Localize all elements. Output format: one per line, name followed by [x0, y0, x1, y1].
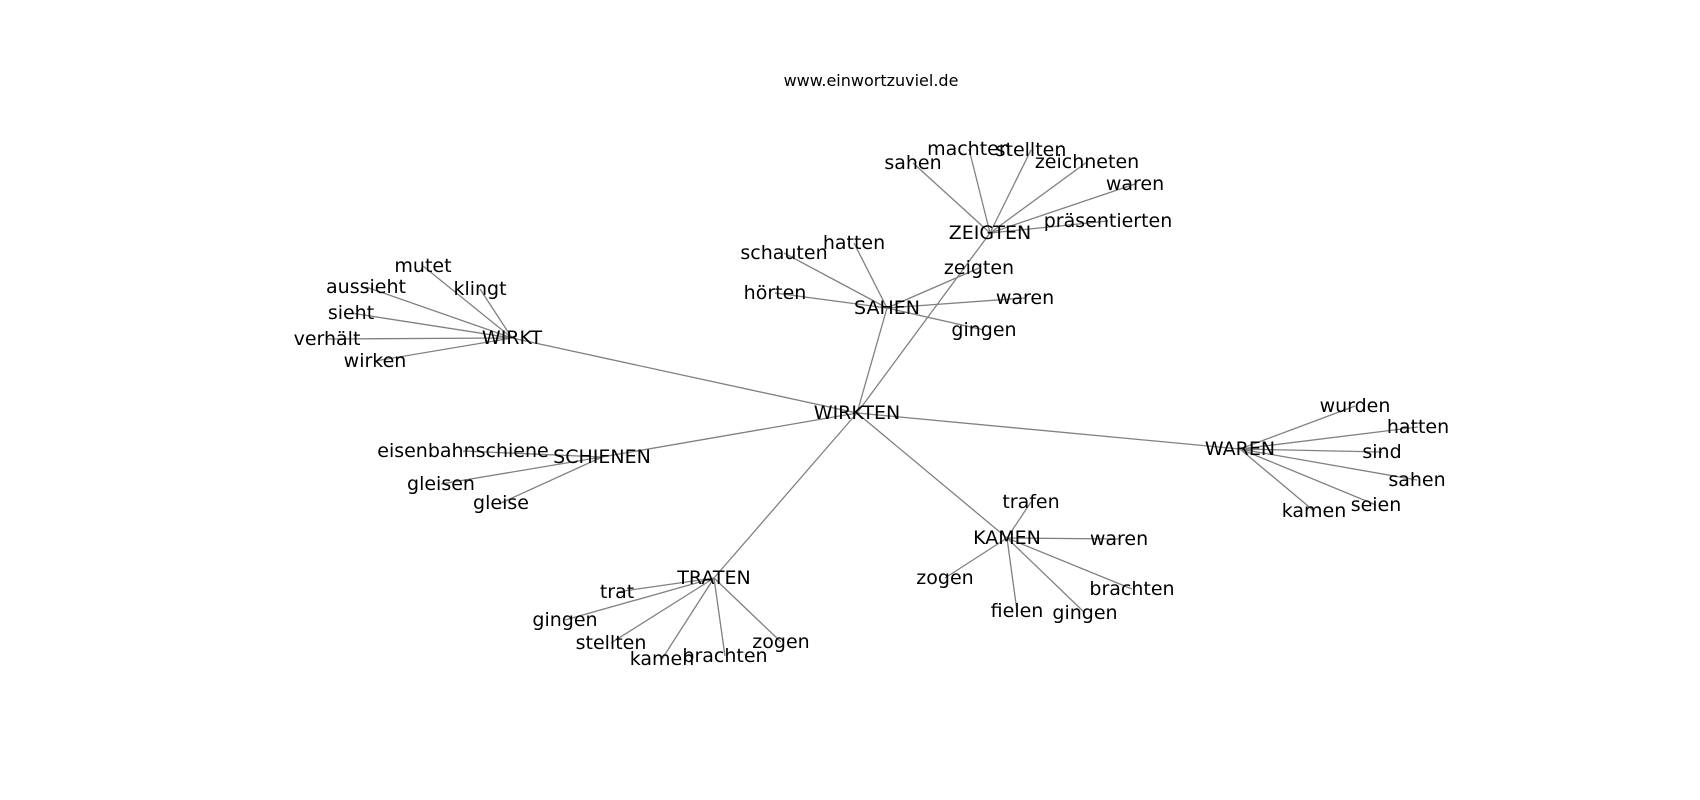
edge-kamen-kamen_fielen: [1006, 537, 1018, 612]
node-label-sahen-gingen: gingen: [951, 319, 1016, 341]
edge-wirkten-schienen: [601, 412, 858, 458]
node-label-sahen-zeigten: zeigten: [944, 257, 1014, 279]
edge-waren-waren_sind: [1239, 448, 1383, 453]
edge-schienen-schienen_eisenbahnschiene: [462, 450, 603, 458]
node-label-traten-zogen: zogen: [752, 631, 809, 653]
node-label-kamen-fielen: fielen: [991, 600, 1044, 622]
node-label-wirkt-klingt: klingt: [453, 278, 506, 300]
node-label-wirkt: WIRKT: [482, 327, 543, 349]
node-label-wirkten: WIRKTEN: [814, 402, 900, 424]
edge-sahen-sahen_zeigten: [886, 267, 980, 309]
node-label-kamen-brachten: brachten: [1089, 578, 1174, 600]
node-label-sahen-hatten: hatten: [823, 232, 885, 254]
node-label-traten: TRATEN: [676, 567, 750, 589]
node-label-zeigten-stellten: stellten: [996, 139, 1067, 161]
edge-sahen-sahen_schauten: [783, 252, 888, 309]
edge-traten-traten_brachten: [713, 577, 726, 657]
node-label-waren-sahen: sahen: [1388, 469, 1445, 491]
edge-schienen-schienen_gleisen: [440, 456, 603, 485]
edge-waren-waren_kamen: [1239, 448, 1315, 512]
edge-wirkten-sahen: [856, 307, 888, 414]
edge-zeigten-zeigten_praesentierten: [989, 220, 1109, 234]
edge-sahen-sahen_gingen: [886, 307, 985, 331]
edge-zeigten-zeigten_stellten: [989, 149, 1032, 234]
node-label-schienen-eisenbahnschiene: eisenbahnschiene: [377, 440, 548, 462]
node-label-zeigten-sahen: sahen: [884, 152, 941, 174]
labels-layer: WIRKTEN WIRKT SAHEN ZEIGTEN SCHIENEN WAREN KAM…: [294, 138, 1450, 670]
node-label-kamen-zogen: zogen: [916, 567, 973, 589]
edge-traten-traten_zogen: [713, 577, 782, 643]
edge-traten-traten_trat: [616, 577, 715, 593]
edge-traten-traten_kamen: [661, 577, 715, 660]
node-label-zeigten-machten: machten: [927, 138, 1011, 160]
edges-layer: [326, 148, 1419, 660]
edge-wirkten-wirkt: [511, 337, 858, 414]
edge-waren-waren_wurden: [1239, 405, 1356, 450]
edge-wirkt-wirkt_verhaelt: [326, 337, 513, 340]
node-label-schienen-gleisen: gleisen: [407, 473, 475, 495]
node-label-waren-hatten: hatten: [1387, 416, 1449, 438]
node-label-zeigten-waren: waren: [1106, 173, 1164, 195]
node-label-traten-gingen: gingen: [532, 609, 597, 631]
node-label-waren: WAREN: [1205, 438, 1275, 460]
edge-waren-waren_seien: [1239, 448, 1377, 506]
edge-kamen-kamen_zogen: [944, 537, 1008, 579]
edge-wirkten-waren: [856, 412, 1241, 450]
node-label-sahen-waren: waren: [996, 287, 1054, 309]
edge-zeigten-zeigten_waren: [989, 183, 1136, 234]
node-label-zeigten: ZEIGTEN: [949, 222, 1032, 244]
node-label-traten-stellten: stellten: [576, 632, 647, 654]
edge-wirkt-wirkt_wirken: [374, 337, 513, 362]
edge-wirkten-zeigten: [856, 232, 991, 414]
edge-kamen-kamen_waren: [1006, 537, 1120, 540]
edge-kamen-kamen_brachten: [1006, 537, 1133, 590]
edge-waren-waren_sahen: [1239, 448, 1418, 481]
node-label-zeigten-zeichneten: zeichneten: [1035, 151, 1139, 173]
node-label-kamen-gingen: gingen: [1052, 602, 1117, 624]
node-label-waren-sind: sind: [1362, 441, 1401, 463]
node-label-zeigten-praesentierten: präsentierten: [1044, 210, 1173, 232]
edge-sahen-sahen_hatten: [853, 242, 888, 309]
edge-traten-traten_gingen: [564, 577, 715, 621]
node-label-sahen: SAHEN: [854, 297, 920, 319]
node-label-traten-kamen: kamen: [630, 648, 695, 670]
site-title: www.einwortzuviel.de: [783, 71, 959, 90]
edge-sahen-sahen_hoerten: [774, 292, 888, 309]
edge-wirkt-wirkt_aussieht: [365, 286, 513, 339]
edge-zeigten-zeigten_machten: [968, 148, 991, 234]
node-label-wirkt-wirken: wirken: [344, 350, 407, 372]
node-label-schienen: SCHIENEN: [553, 446, 651, 468]
edge-traten-traten_stellten: [610, 577, 715, 644]
edge-zeigten-zeigten_zeichneten: [989, 161, 1088, 234]
node-label-waren-seien: seien: [1351, 494, 1402, 516]
node-label-waren-kamen: kamen: [1282, 500, 1347, 522]
edge-wirkt-wirkt_mutet: [422, 265, 513, 339]
edge-schienen-schienen_gleise: [500, 456, 603, 504]
node-label-wirkt-sieht: sieht: [328, 302, 374, 324]
node-label-kamen: KAMEN: [973, 527, 1041, 549]
edge-kamen-kamen_gingen: [1006, 537, 1086, 614]
edge-wirkt-wirkt_klingt: [479, 288, 513, 339]
node-label-waren-wurden: wurden: [1320, 395, 1391, 417]
node-label-wirkt-aussieht: aussieht: [326, 276, 406, 298]
edge-sahen-sahen_waren: [886, 297, 1026, 309]
node-label-wirkt-verhaelt: verhält: [294, 328, 361, 350]
node-label-traten-trat: trat: [600, 581, 634, 603]
edge-zeigten-zeigten_sahen: [912, 162, 991, 234]
edge-kamen-kamen_trafen: [1006, 501, 1032, 539]
node-label-sahen-schauten: schauten: [740, 242, 827, 264]
edge-wirkten-traten: [713, 412, 858, 579]
node-label-sahen-hoerten: hörten: [744, 282, 807, 304]
edge-wirkten-kamen: [856, 412, 1008, 539]
node-label-kamen-waren: waren: [1090, 528, 1148, 550]
edge-wirkt-wirkt_sieht: [350, 312, 513, 339]
node-label-kamen-trafen: trafen: [1002, 491, 1059, 513]
node-label-schienen-gleise: gleise: [473, 492, 529, 514]
node-label-wirkt-mutet: mutet: [394, 255, 451, 277]
node-label-traten-brachten: brachten: [682, 645, 767, 667]
edge-waren-waren_hatten: [1239, 426, 1419, 450]
